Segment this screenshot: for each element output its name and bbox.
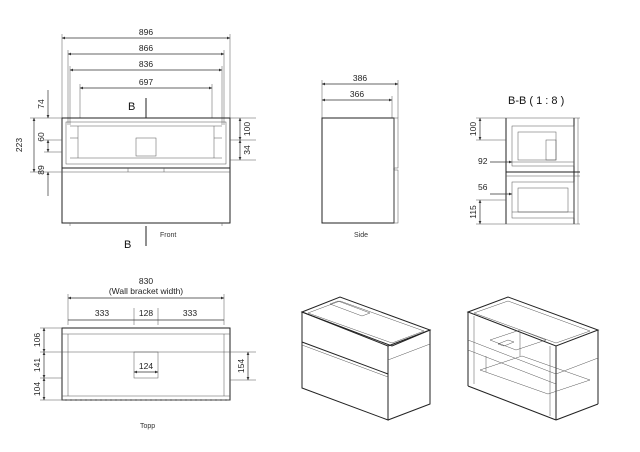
iso-view-closed <box>300 296 432 421</box>
dim-333-right: 333 <box>183 308 197 318</box>
dim-100-right: 100 <box>242 122 252 136</box>
dim-106: 106 <box>32 333 42 347</box>
section-marker-top: B <box>128 101 135 113</box>
section-marker-bottom: B <box>124 239 131 251</box>
section-title: B-B ( 1 : 8 ) <box>508 95 564 107</box>
dim-92: 92 <box>478 156 488 166</box>
top-view: 830 (Wall bracket width) 333 128 333 124… <box>32 276 256 430</box>
dim-836: 836 <box>139 59 153 69</box>
dim-830: 830 <box>139 276 153 286</box>
dim-115: 115 <box>468 205 478 219</box>
side-view: 386 366 Side <box>321 73 399 239</box>
dim-104: 104 <box>32 382 42 396</box>
dim-section-100: 100 <box>468 122 478 136</box>
dim-74: 74 <box>36 99 46 109</box>
dim-89: 89 <box>36 165 46 175</box>
front-view: 896 866 836 697 B 223 <box>14 27 256 251</box>
iso-view-frame <box>466 296 600 421</box>
top-label: Topp <box>140 423 155 430</box>
dim-141: 141 <box>32 358 42 372</box>
dim-896: 896 <box>139 27 153 37</box>
dim-386: 386 <box>353 73 367 83</box>
dim-366: 366 <box>350 89 364 99</box>
bracket-note: (Wall bracket width) <box>109 286 183 296</box>
dim-34: 34 <box>242 145 252 155</box>
dim-866: 866 <box>139 43 153 53</box>
dim-697: 697 <box>139 77 153 87</box>
front-label: Front <box>160 232 176 239</box>
side-label: Side <box>354 232 368 239</box>
dim-60: 60 <box>36 132 46 142</box>
dim-154: 154 <box>236 359 246 373</box>
dim-128: 128 <box>139 308 153 318</box>
dim-223: 223 <box>14 138 24 152</box>
section-bb: B-B ( 1 : 8 ) 100 92 56 115 <box>468 95 580 225</box>
dim-56: 56 <box>478 182 488 192</box>
dim-124: 124 <box>139 361 153 371</box>
dim-333-left: 333 <box>95 308 109 318</box>
